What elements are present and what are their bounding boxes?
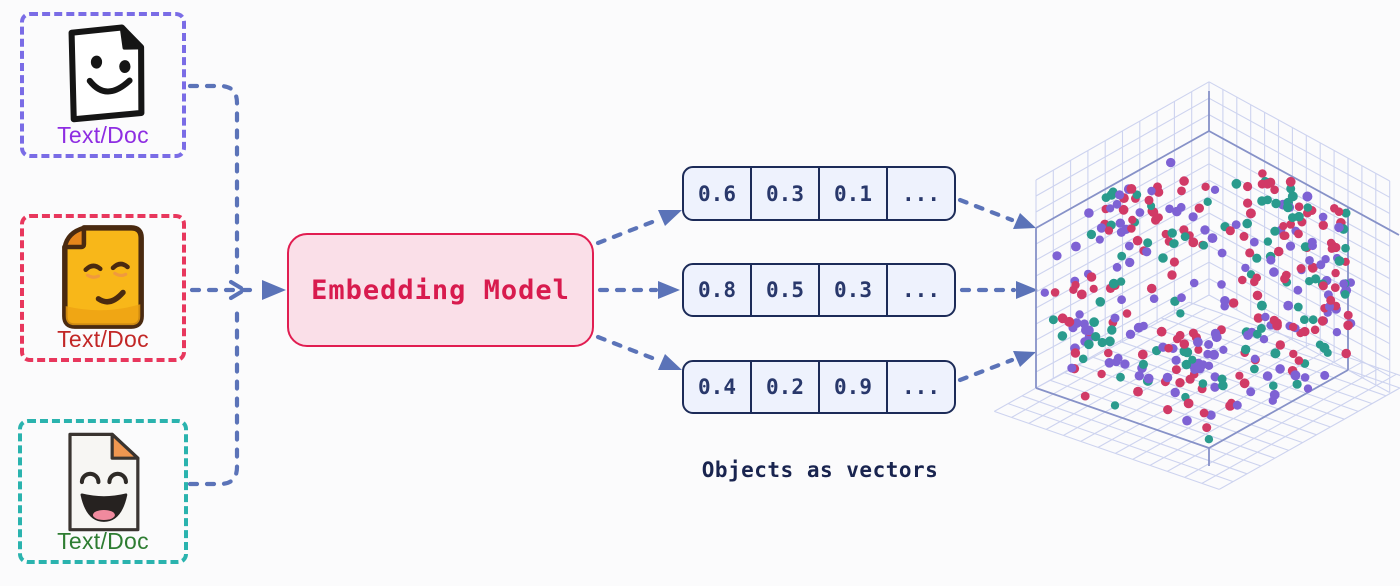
source-label: Text/Doc: [57, 326, 149, 352]
vector-cell: 0.5: [750, 265, 818, 315]
source-box-2: Text/Doc: [20, 214, 186, 362]
laughing-doc-icon: [22, 427, 184, 537]
connector-bottom-doc: [187, 305, 240, 487]
vector-cell: ...: [886, 362, 954, 412]
scatter-dots: [1040, 157, 1356, 444]
connector-model-row1: [595, 216, 663, 246]
vector-cell: 0.6: [698, 181, 736, 206]
smirking-doc-icon: [24, 222, 182, 332]
connector-merge-bottom: [228, 289, 244, 301]
source-label: Text/Doc: [57, 528, 149, 554]
vector-cell: 0.1: [818, 168, 886, 219]
vector-cell: ...: [886, 168, 954, 219]
arrowhead-icon: [1013, 351, 1036, 367]
arrowhead-icons: [262, 210, 1038, 370]
vector-cell: 0.3: [750, 168, 818, 219]
vector-cell: 0.4: [698, 375, 736, 399]
vector-row-2: 0.8 0.5 0.3 ...: [682, 263, 956, 317]
vector-cell: 0.8: [698, 278, 736, 302]
arrowhead-icon: [658, 281, 680, 299]
arrowhead-icon: [1016, 281, 1038, 299]
arrowhead-icon: [1013, 213, 1036, 229]
arrowhead-icon: [658, 354, 682, 370]
vector-row-1: 0.6 0.3 0.1 ...: [682, 166, 956, 221]
connector-merge-top: [228, 279, 244, 291]
smiley-doc-icon: [24, 20, 182, 128]
source-box-3: Text/Doc: [18, 419, 188, 564]
embedding-model-label: Embedding Model: [311, 274, 570, 306]
source-label: Text/Doc: [57, 122, 149, 148]
embedding-model-node: Embedding Model: [287, 233, 594, 347]
vector-cell: ...: [886, 265, 954, 315]
connector-model-row3: [595, 334, 663, 364]
vector-cell: 0.2: [750, 362, 818, 412]
vector-cell: 0.9: [818, 362, 886, 412]
vector-row-3: 0.4 0.2 0.9 ...: [682, 360, 956, 414]
arrowhead-icon: [658, 210, 682, 226]
vectors-caption: Objects as vectors: [701, 458, 939, 482]
connector-top-doc: [187, 83, 240, 275]
source-box-1: Text/Doc: [20, 12, 186, 158]
arrowhead-icon: [262, 280, 286, 300]
vector-cell: 0.3: [818, 265, 886, 315]
